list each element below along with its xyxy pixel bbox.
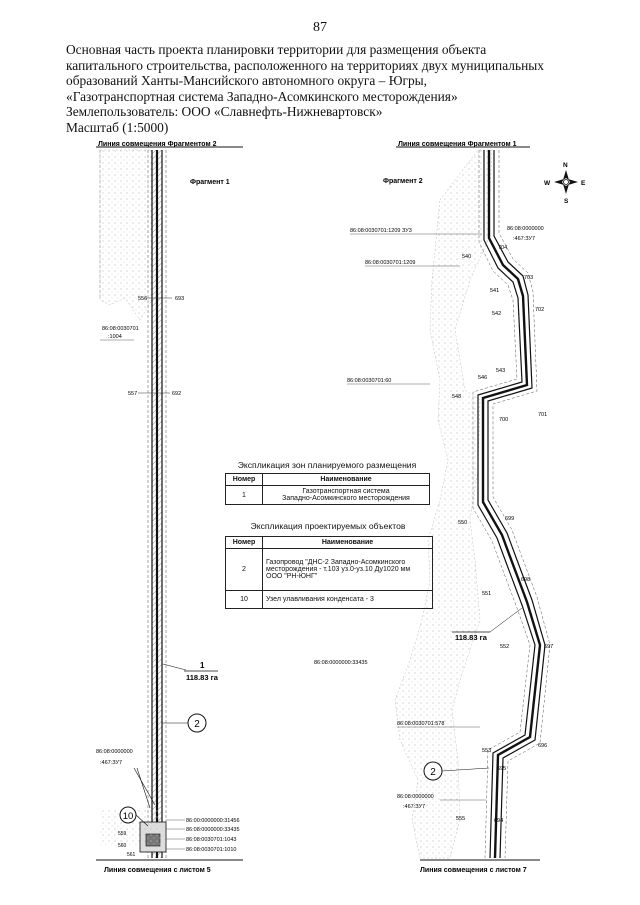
callout-number: 2: [194, 719, 200, 730]
point-label: 550: [458, 520, 467, 526]
point-label: 543: [496, 368, 505, 374]
point-label: 552: [500, 644, 509, 650]
zone-number: 1: [200, 661, 205, 670]
table-header: Наименование: [262, 536, 433, 549]
header-line: «Газотранспортная система Западно-Асомки…: [66, 88, 458, 104]
cadastral-label: :467:ЗУ7: [513, 236, 535, 242]
point-label: 695: [497, 766, 506, 772]
cadastral-label: 86:00:0000000:31456: [186, 818, 240, 824]
cadastral-label: 86:08:0000000: [397, 794, 434, 800]
point-label: 540: [462, 254, 471, 260]
point-label: 697: [544, 644, 553, 650]
objects-table-title: Экспликация проектируемых объектов: [250, 521, 406, 531]
header-line: Масштаб (1:5000): [66, 119, 169, 135]
header-line: капитального строительства, расположенно…: [66, 57, 544, 73]
match-line-label: Линия совмещения с листом 5: [104, 867, 211, 874]
header-line: Основная часть проекта планировки террит…: [66, 42, 487, 57]
point-label: 560: [118, 843, 127, 849]
point-label: 696: [538, 743, 547, 749]
object-name-line: Газопровод "ДНС-2 Западно-Асомкинского: [266, 559, 406, 566]
point-label: 702: [535, 307, 544, 313]
callout-number: 2: [430, 767, 436, 778]
table-header: Номер: [225, 473, 263, 486]
zones-table-title: Экспликация зон планируемого размещения: [237, 460, 417, 470]
table-row: 2 Газопровод "ДНС-2 Западно-Асомкинского…: [225, 548, 433, 591]
cadastral-label: 86:08:0030701:60: [347, 378, 391, 384]
parcel-area: [99, 149, 153, 321]
table-header: Наименование: [262, 473, 430, 486]
fragment-label: Фрагмент 1: [190, 179, 230, 186]
point-label: 693: [175, 296, 184, 302]
cadastral-label: 86:08:0000000:33435: [186, 827, 240, 833]
point-label: 542: [492, 311, 501, 317]
object-number-cell: 2: [225, 548, 263, 591]
cadastral-label: 86:08:0000000: [96, 749, 133, 755]
page-number: 87: [313, 20, 327, 35]
cadastral-label: 86:08:0030701:1010: [186, 847, 236, 853]
point-label: 541: [490, 288, 499, 294]
point-label: 553: [482, 748, 491, 754]
zones-table: Номер Наименование 1 Газотранспортная си…: [225, 473, 430, 505]
zone-name-line: Западно-Асомкинского месторождения: [282, 495, 410, 502]
table-row: 10 Узел улавливания конденсата - 3: [225, 590, 433, 609]
zone-area: 118.83 га: [186, 673, 219, 682]
compass-icon: [554, 170, 578, 194]
cadastral-label: :467:ЗУ7: [100, 760, 122, 766]
point-label: 556: [138, 296, 147, 302]
parcel-area: [394, 149, 493, 859]
cadastral-label: 86:08:0030701:1209 ЗУ3: [350, 228, 412, 234]
point-label: 703: [524, 275, 533, 281]
point-label: 704: [498, 245, 507, 251]
point-label: 548: [452, 394, 461, 400]
compass-e: E: [581, 180, 586, 187]
cadastral-label: 86:08:0030701: [102, 326, 139, 332]
cadastral-label: :1004: [108, 334, 122, 340]
zone-name-line: Газотранспортная система: [302, 488, 390, 495]
cadastral-label: :467:ЗУ7: [403, 804, 425, 810]
document-header: Основная часть проекта планировки террит…: [66, 42, 586, 136]
cadastral-label: 86:08:0030701:578: [397, 721, 444, 727]
point-label: 698: [521, 577, 530, 583]
point-label: 701: [538, 412, 547, 418]
cadastral-label: 86:08:0000000:33435: [314, 660, 368, 666]
table-header: Номер: [225, 536, 263, 549]
compass-s: S: [564, 198, 569, 205]
callout-number: 10: [123, 811, 134, 822]
object-name-line: ООО "РН-ЮНГ": [266, 573, 318, 580]
header-line: образований Ханты-Мансийского автономног…: [66, 73, 428, 89]
point-label: 694: [494, 818, 503, 824]
zone-area: 118.83 га: [455, 633, 488, 642]
match-line-label: Линия совмещения Фрагментом 2: [98, 141, 217, 148]
fragment-label: Фрагмент 2: [383, 178, 423, 185]
pipeline-line: [481, 150, 542, 859]
cadastral-label: 86:08:0030701:1043: [186, 837, 236, 843]
compass-n: N: [563, 162, 568, 169]
point-label: 555: [456, 816, 465, 822]
point-label: 699: [505, 516, 514, 522]
objects-table: Номер Наименование 2 Газопровод "ДНС-2 З…: [225, 536, 433, 609]
point-label: 559: [118, 831, 127, 837]
cadastral-label: 86:08:0030701:1209: [365, 260, 415, 266]
cadastral-label: 86:08:0000000: [507, 226, 544, 232]
point-label: 546: [478, 375, 487, 381]
table-row: 1 Газотранспортная система Западно-Асомк…: [225, 485, 430, 505]
point-label: 561: [127, 852, 136, 858]
compass-w: W: [544, 180, 551, 187]
match-line-label: Линия совмещения с листом 7: [420, 867, 527, 874]
object-name-line: месторождения - т.103 уз.0-уз.10 Ду1020 …: [266, 566, 411, 573]
point-label: 700: [499, 417, 508, 423]
object-number-cell: 10: [225, 590, 263, 609]
point-label: 692: [172, 391, 181, 397]
object-name-line: Узел улавливания конденсата - 3: [262, 590, 433, 609]
point-label: 551: [482, 591, 491, 597]
point-label: 557: [128, 391, 137, 397]
zone-number-cell: 1: [225, 485, 263, 505]
match-line-label: Линия совмещения Фрагментом 1: [398, 141, 517, 148]
header-line: Землепользователь: ООО «Славнефть-Нижнев…: [66, 104, 383, 120]
